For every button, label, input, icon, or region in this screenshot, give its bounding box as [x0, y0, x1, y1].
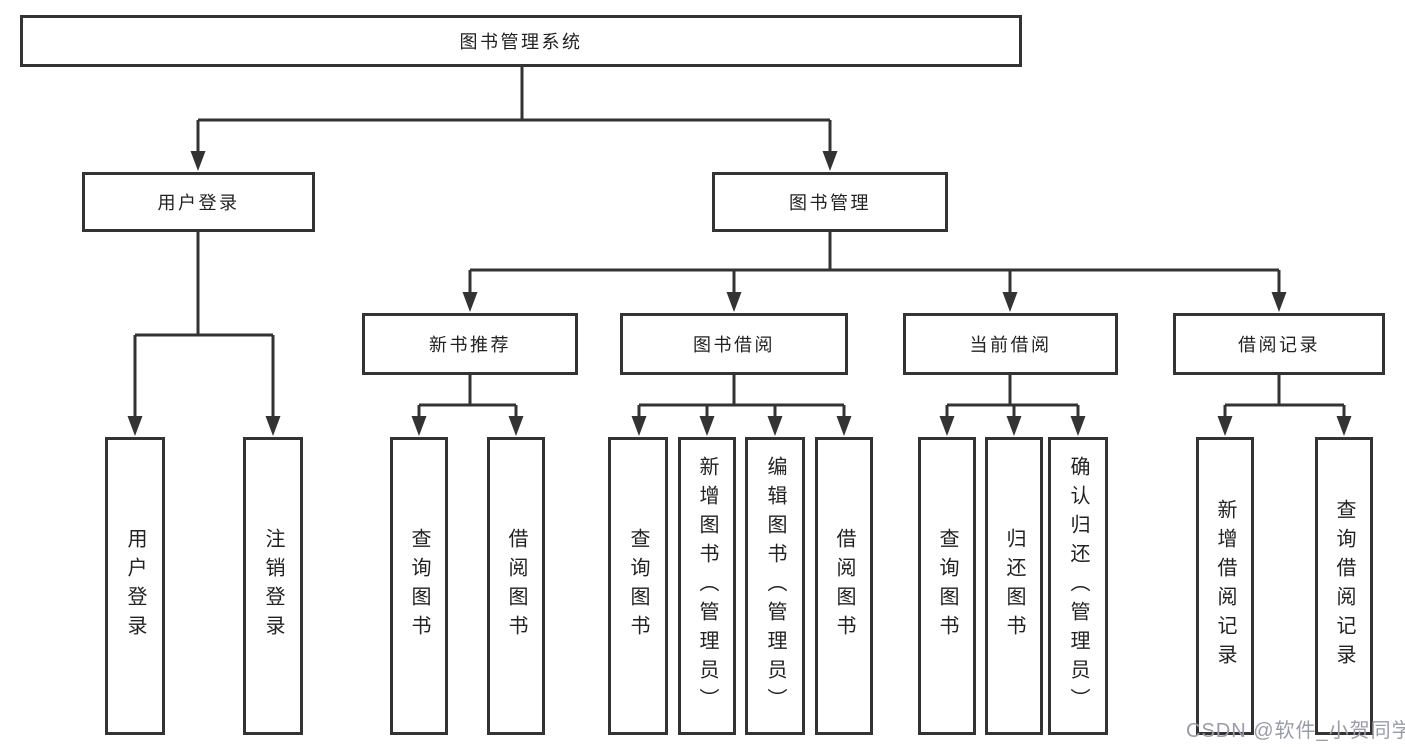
node-book-management: 图书管理 — [712, 172, 948, 232]
node-borrowing-records: 借阅记录 — [1173, 313, 1385, 375]
leaf-borrow-books-2: 借阅图书 — [815, 437, 873, 735]
leaf-label: 注销登录 — [262, 528, 284, 644]
arrowheads — [127, 151, 1352, 436]
leaf-label: 借阅图书 — [833, 528, 855, 644]
leaf-label: 借阅图书 — [505, 528, 527, 644]
leaf-label: 编辑图书（管理员） — [764, 455, 786, 717]
leaf-label: 确认归还（管理员） — [1067, 455, 1089, 717]
leaf-query-books-2: 查询图书 — [608, 437, 668, 735]
leaf-return-books: 归还图书 — [985, 437, 1043, 735]
leaf-add-books-admin: 新增图书（管理员） — [678, 437, 736, 735]
csdn-watermark: CSDN @软件_小贺同学 — [1186, 720, 1405, 742]
node-new-book-recommendation: 新书推荐 — [362, 313, 578, 375]
leaf-label: 查询图书 — [408, 528, 430, 644]
leaf-borrow-books-1: 借阅图书 — [487, 437, 545, 735]
leaf-query-books-1: 查询图书 — [390, 437, 448, 735]
leaf-label: 新增图书（管理员） — [696, 455, 718, 717]
leaf-query-books-3: 查询图书 — [918, 437, 976, 735]
leaf-query-borrow-record: 查询借阅记录 — [1315, 437, 1373, 735]
leaf-label: 新增借阅记录 — [1214, 499, 1236, 673]
leaf-label: 查询借阅记录 — [1333, 499, 1355, 673]
leaf-user-login: 用户登录 — [105, 437, 165, 735]
leaf-label: 查询图书 — [627, 528, 649, 644]
connector-stems — [133, 67, 1346, 420]
leaf-edit-books-admin: 编辑图书（管理员） — [745, 437, 805, 735]
node-book-borrowing: 图书借阅 — [620, 313, 848, 375]
leaf-logout: 注销登录 — [243, 437, 303, 735]
node-current-borrowing: 当前借阅 — [903, 313, 1118, 375]
node-user-login: 用户登录 — [82, 172, 315, 232]
leaf-label: 用户登录 — [124, 528, 146, 644]
leaf-confirm-return-admin: 确认归还（管理员） — [1048, 437, 1108, 735]
leaf-label: 归还图书 — [1003, 528, 1025, 644]
leaf-label: 查询图书 — [936, 528, 958, 644]
node-root-library-management-system: 图书管理系统 — [20, 15, 1022, 67]
leaf-add-borrow-record: 新增借阅记录 — [1196, 437, 1254, 735]
